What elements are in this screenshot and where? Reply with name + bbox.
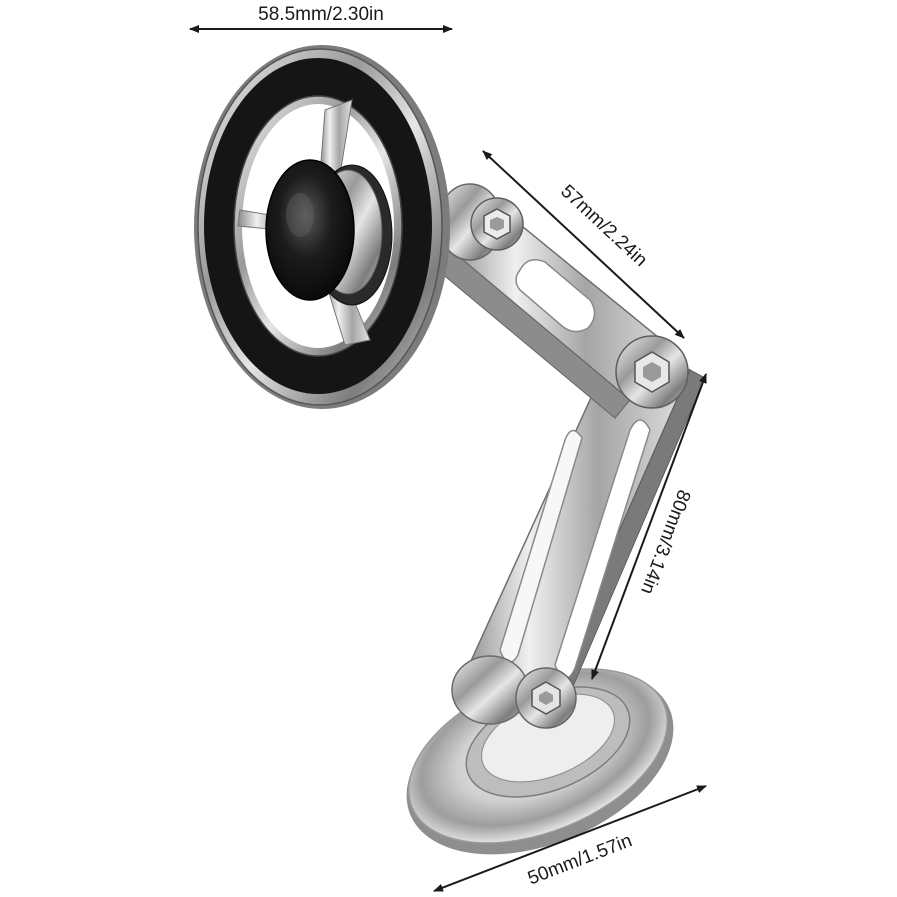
- lower-hinge: [451, 655, 577, 729]
- hex-bolt-icon: [483, 208, 511, 240]
- dimension-magnet-diameter: 58.5mm/2.30in: [189, 4, 453, 33]
- dimension-label-upper-arm: 57mm/2.24in: [556, 181, 651, 271]
- magnetic-ring: [194, 45, 450, 409]
- middle-hinge: [615, 335, 689, 409]
- hex-bolt-icon: [531, 681, 561, 715]
- dimension-label-magnet: 58.5mm/2.30in: [258, 4, 384, 25]
